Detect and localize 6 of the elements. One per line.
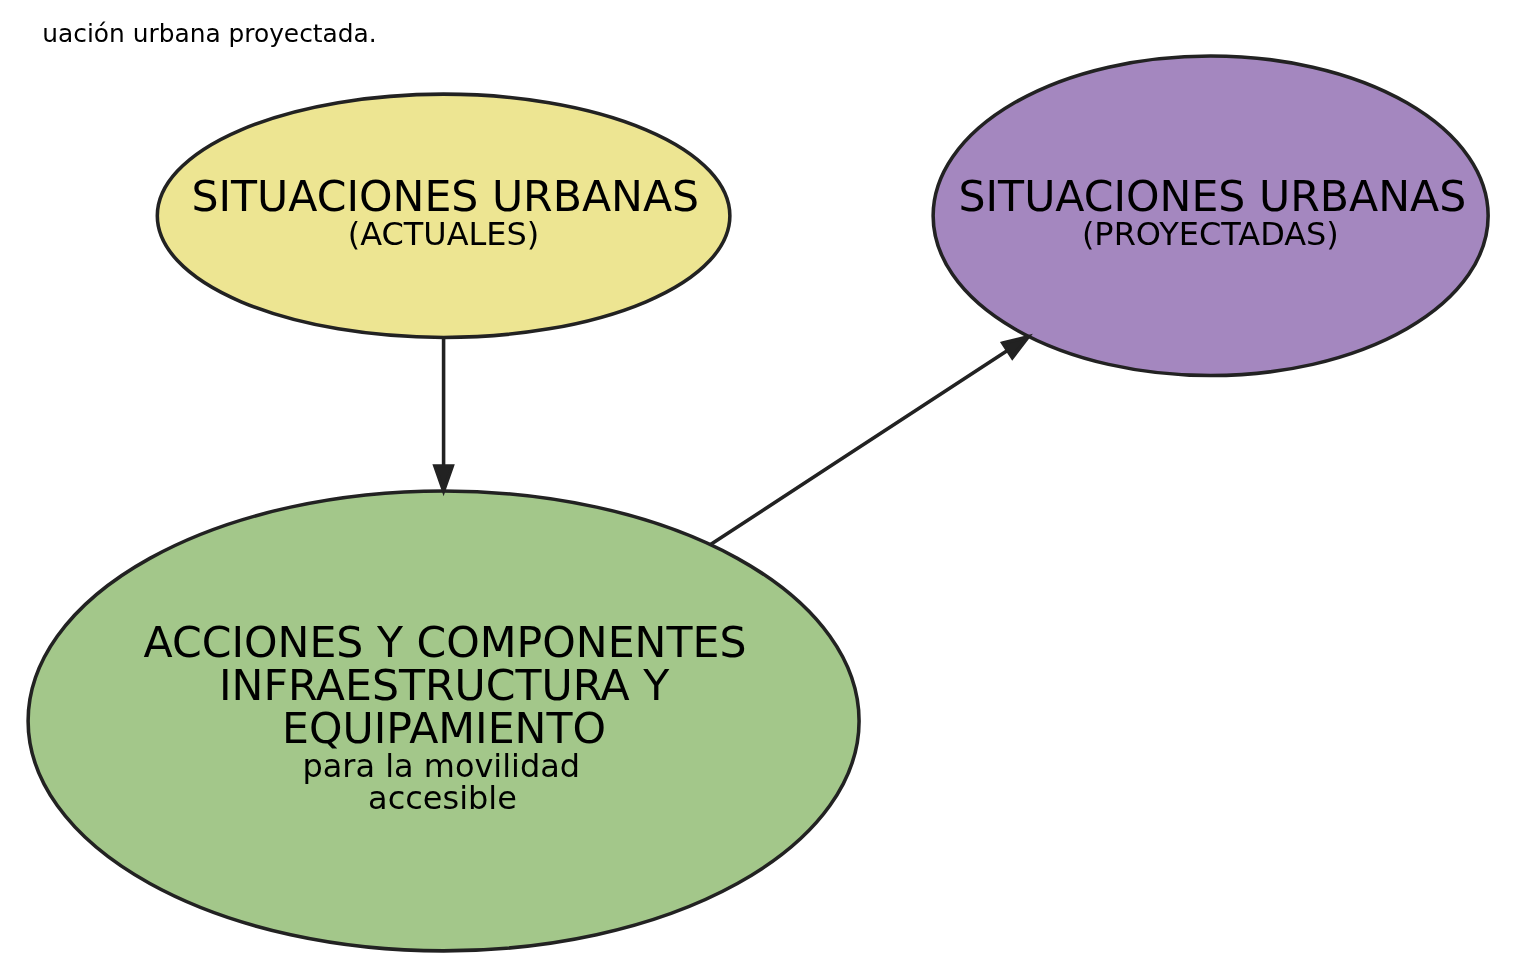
caption: uación urbana proyectada. xyxy=(41,19,377,49)
node-ellipse: SITUACIONES URBANAS (ACTUALES) xyxy=(155,92,732,340)
node-ellipse: ACCIONES Y COMPONENTES INFRAESTRUCTURA Y EQUIPAMIENTO para la movilidad accesible xyxy=(25,489,861,953)
arrow xyxy=(431,337,455,497)
arrow xyxy=(709,333,1033,546)
node-ellipse: SITUACIONES URBANAS (PROYECTADAS) xyxy=(930,54,1490,378)
